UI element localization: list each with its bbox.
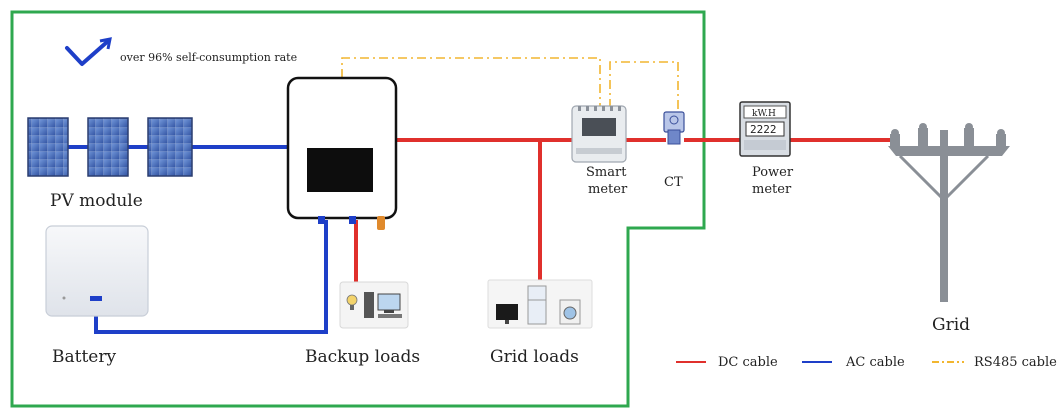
smart-meter-label-1: Smart — [586, 165, 627, 180]
inverter-icon — [286, 76, 398, 230]
grid-loads-icon — [487, 279, 593, 329]
ct-label: CT — [664, 175, 683, 190]
legend: DC cable AC cable RS485 cable — [676, 355, 1057, 370]
backup-loads-label: Backup loads — [305, 347, 420, 367]
grid-loads-label: Grid loads — [490, 347, 579, 367]
system-boundary — [10, 10, 706, 408]
power-meter-icon — [739, 101, 791, 157]
smart-meter-label-2: meter — [588, 182, 628, 197]
dc-cables — [354, 138, 890, 282]
self-consumption-text: over 96% self-consumption rate — [120, 51, 297, 64]
grid-label: Grid — [932, 315, 970, 335]
legend-rs485-label: RS485 cable — [974, 355, 1057, 370]
battery-icon — [45, 225, 149, 317]
current-transformer-icon — [663, 111, 685, 145]
legend-dc-label: DC cable — [718, 355, 778, 370]
rs485-cables — [341, 57, 679, 110]
backup-loads-icon — [339, 281, 409, 329]
utility-pole-icon — [888, 123, 1010, 302]
checkmark-icon — [65, 40, 109, 66]
power-meter-digits: 2222 — [750, 123, 777, 136]
power-meter-label-1: Power — [752, 165, 794, 180]
legend-ac-label: AC cable — [845, 355, 905, 370]
power-meter-label-2: meter — [752, 182, 792, 197]
smart-meter-icon — [571, 105, 627, 163]
power-meter-display: kW.H — [752, 109, 776, 119]
ac-cable-battery — [94, 220, 328, 334]
solar-panel-icon — [27, 117, 193, 177]
pv-module-label: PV module — [50, 191, 143, 211]
ac-cables — [68, 145, 328, 334]
battery-label: Battery — [52, 347, 116, 367]
